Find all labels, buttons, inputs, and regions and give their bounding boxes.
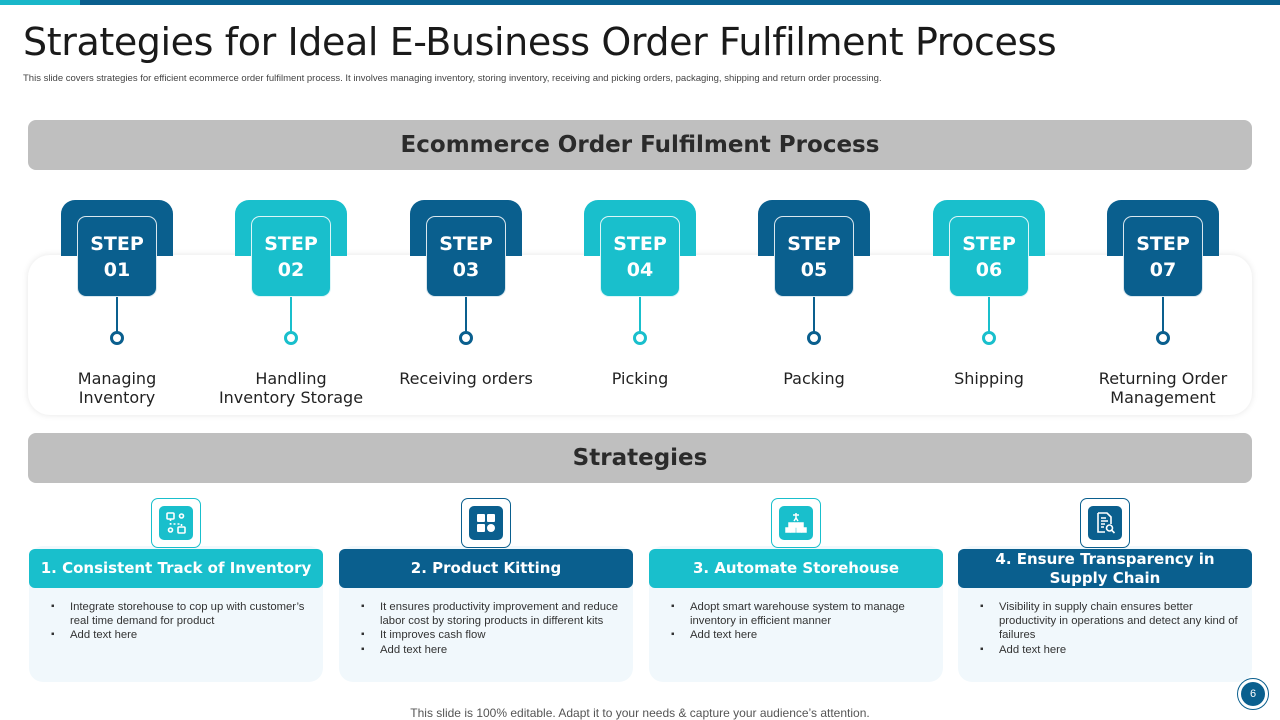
footer-note: This slide is 100% editable. Adapt it to… xyxy=(410,706,870,720)
step-badge: STEP 02 xyxy=(251,216,331,297)
list-item: It ensures productivity improvement and … xyxy=(361,600,623,628)
page-number: 6 xyxy=(1241,682,1265,706)
step-dot xyxy=(110,331,124,345)
step-3: STEP 03 Receiving orders xyxy=(399,200,533,410)
card-title: 1. Consistent Track of Inventory xyxy=(29,549,323,588)
list-item: Add text here xyxy=(51,628,313,642)
list-item: Add text here xyxy=(980,643,1242,657)
step-badge: STEP 07 xyxy=(1123,216,1203,297)
step-dot xyxy=(284,331,298,345)
step-connector xyxy=(813,297,815,332)
tracking-icon xyxy=(151,498,201,548)
slide-title: Strategies for Ideal E-Business Order Fu… xyxy=(23,20,1057,64)
step-6: STEP 06 Shipping xyxy=(933,200,1045,410)
grid-kit-icon xyxy=(461,498,511,548)
step-dot xyxy=(459,331,473,345)
step-label: Managing Inventory xyxy=(77,369,157,407)
step-word: STEP xyxy=(439,232,493,255)
strategy-card-3: 3. Automate Storehouse Adopt smart wareh… xyxy=(649,498,943,682)
list-item: Add text here xyxy=(671,628,933,642)
step-label: Shipping xyxy=(954,369,1024,388)
step-number: 02 xyxy=(277,258,305,281)
step-connector xyxy=(639,297,641,332)
strategy-card-4: 4. Ensure Transparency in Supply Chain V… xyxy=(958,498,1252,682)
card-bullet-list: Integrate storehouse to cop up with cust… xyxy=(51,600,313,643)
card-bullet-list: It ensures productivity improvement and … xyxy=(361,600,623,657)
step-word: STEP xyxy=(1136,232,1190,255)
step-connector xyxy=(290,297,292,332)
step-label: Picking xyxy=(611,369,669,388)
step-number: 05 xyxy=(800,258,828,281)
strategy-card-2: 2. Product Kitting It ensures productivi… xyxy=(339,498,633,682)
strategy-card-1: 1. Consistent Track of Inventory Integra… xyxy=(29,498,323,682)
card-bullet-list: Visibility in supply chain ensures bette… xyxy=(980,600,1242,657)
card-title: 2. Product Kitting xyxy=(339,549,633,588)
step-1: STEP 01 Managing Inventory xyxy=(61,200,173,410)
step-label: Returning Order Management xyxy=(1098,369,1228,407)
step-number: 06 xyxy=(975,258,1003,281)
step-connector xyxy=(465,297,467,332)
step-2: STEP 02 Handling Inventory Storage xyxy=(219,200,363,410)
step-dot xyxy=(633,331,647,345)
list-item: Add text here xyxy=(361,643,623,657)
step-word: STEP xyxy=(264,232,318,255)
step-word: STEP xyxy=(787,232,841,255)
document-search-icon xyxy=(1080,498,1130,548)
card-title: 4. Ensure Transparency in Supply Chain xyxy=(958,549,1252,588)
top-accent-bar xyxy=(0,0,1280,5)
step-number: 04 xyxy=(626,258,654,281)
list-item: Adopt smart warehouse system to manage i… xyxy=(671,600,933,628)
step-number: 07 xyxy=(1149,258,1177,281)
step-label: Receiving orders xyxy=(399,369,533,388)
warehouse-icon xyxy=(771,498,821,548)
step-5: STEP 05 Packing xyxy=(758,200,870,410)
card-title: 3. Automate Storehouse xyxy=(649,549,943,588)
step-word: STEP xyxy=(962,232,1016,255)
step-badge: STEP 03 xyxy=(426,216,506,297)
step-badge: STEP 04 xyxy=(600,216,680,297)
step-badge: STEP 06 xyxy=(949,216,1029,297)
step-dot xyxy=(807,331,821,345)
page-number-badge: 6 xyxy=(1237,678,1269,710)
step-connector xyxy=(116,297,118,332)
step-7: STEP 07 Returning Order Management xyxy=(1099,200,1227,410)
card-bullet-list: Adopt smart warehouse system to manage i… xyxy=(671,600,933,643)
top-accent-highlight xyxy=(0,0,80,5)
step-number: 03 xyxy=(452,258,480,281)
strategies-banner: Strategies xyxy=(28,433,1252,483)
list-item: Integrate storehouse to cop up with cust… xyxy=(51,600,313,628)
process-banner: Ecommerce Order Fulfilment Process xyxy=(28,120,1252,170)
step-badge: STEP 05 xyxy=(774,216,854,297)
step-dot xyxy=(982,331,996,345)
step-connector xyxy=(1162,297,1164,332)
step-word: STEP xyxy=(613,232,667,255)
step-word: STEP xyxy=(90,232,144,255)
list-item: It improves cash flow xyxy=(361,628,623,642)
step-number: 01 xyxy=(103,258,131,281)
step-label: Packing xyxy=(783,369,845,388)
step-label: Handling Inventory Storage xyxy=(218,369,364,407)
step-badge: STEP 01 xyxy=(77,216,157,297)
slide-subtitle: This slide covers strategies for efficie… xyxy=(23,73,882,84)
list-item: Visibility in supply chain ensures bette… xyxy=(980,600,1242,643)
step-connector xyxy=(988,297,990,332)
step-4: STEP 04 Picking xyxy=(584,200,696,410)
step-dot xyxy=(1156,331,1170,345)
